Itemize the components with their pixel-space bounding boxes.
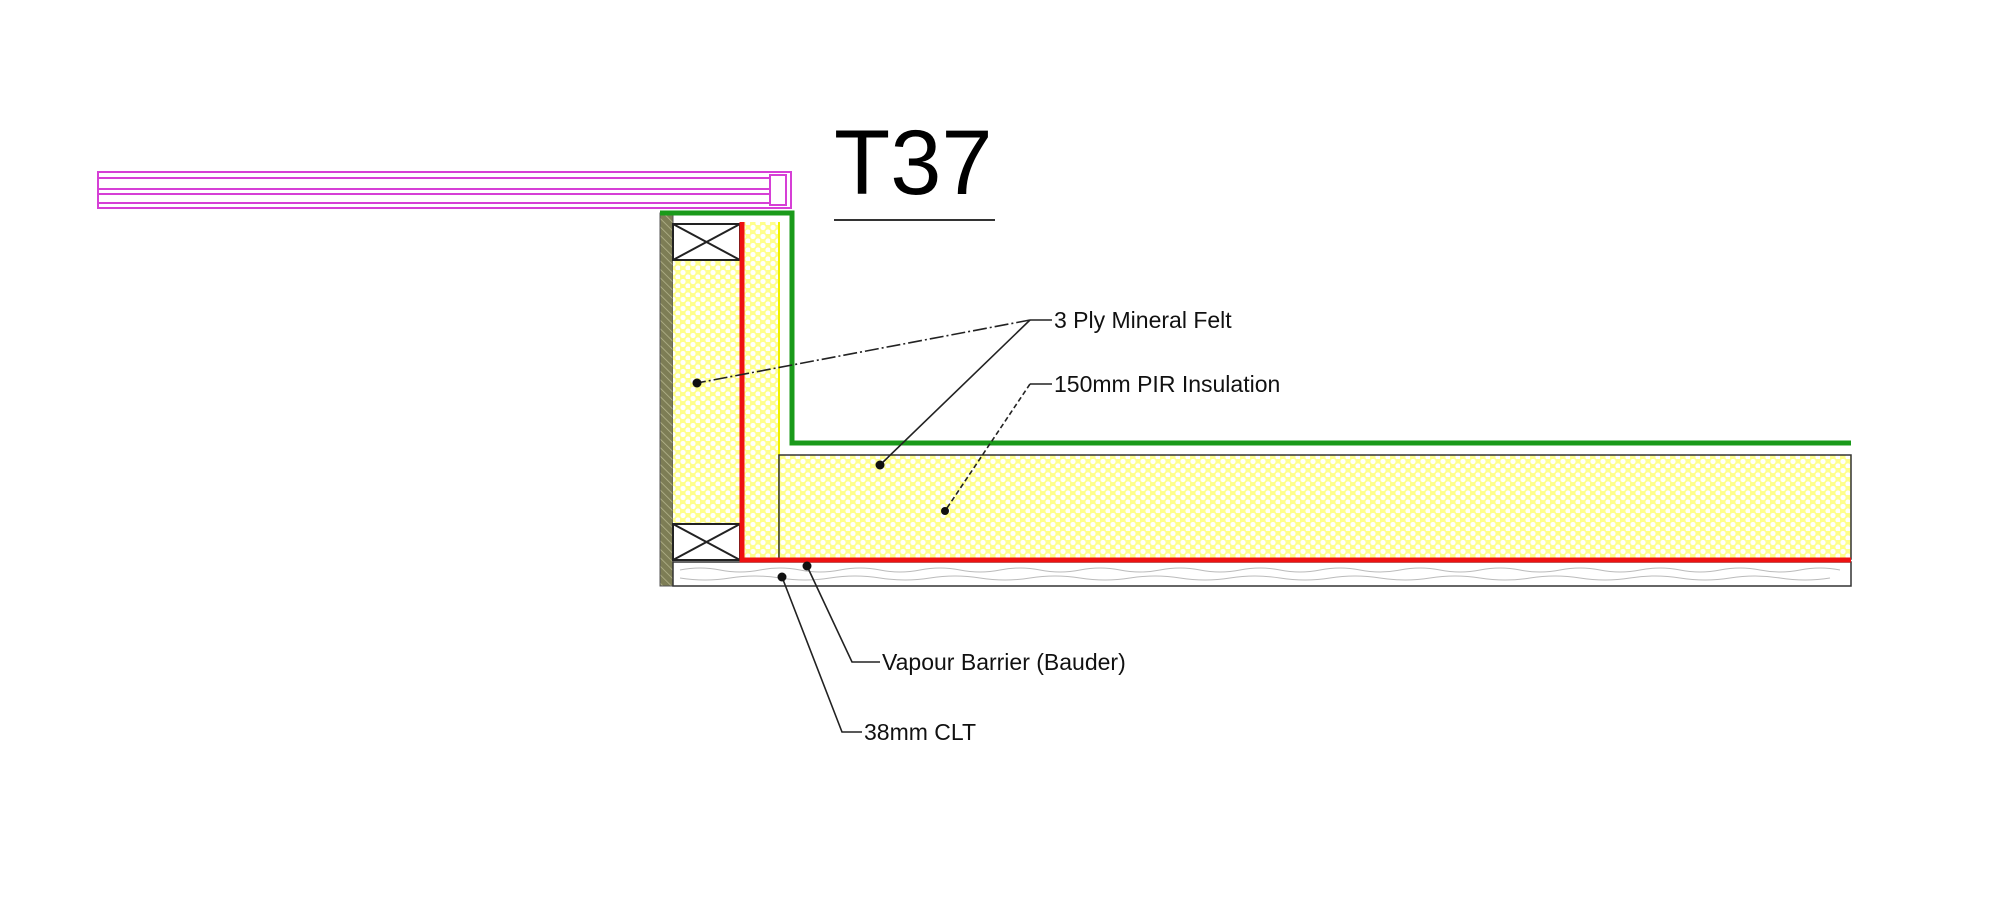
- detail-title: T37: [834, 112, 993, 214]
- timber-block-bottom: [672, 523, 741, 561]
- wall-cladding: [659, 212, 674, 587]
- label-pir-insulation: 150mm PIR Insulation: [1054, 371, 1280, 397]
- fascia-board: [97, 171, 792, 209]
- clt-deck: [672, 561, 1852, 587]
- roof-insulation: [778, 454, 1852, 560]
- upstand-insulation: [743, 222, 779, 559]
- vapour-barrier-line: [739, 222, 1851, 563]
- label-mineral-felt: 3 Ply Mineral Felt: [1054, 307, 1232, 333]
- timber-block-top: [672, 223, 741, 261]
- label-vapour-barrier: Vapour Barrier (Bauder): [882, 649, 1126, 675]
- leader-dots: [692, 378, 949, 582]
- wall-insulation: [673, 260, 741, 524]
- label-clt: 38mm CLT: [864, 719, 976, 745]
- mineral-felt-line: [660, 210, 1851, 446]
- leader-lines: [696, 319, 1052, 733]
